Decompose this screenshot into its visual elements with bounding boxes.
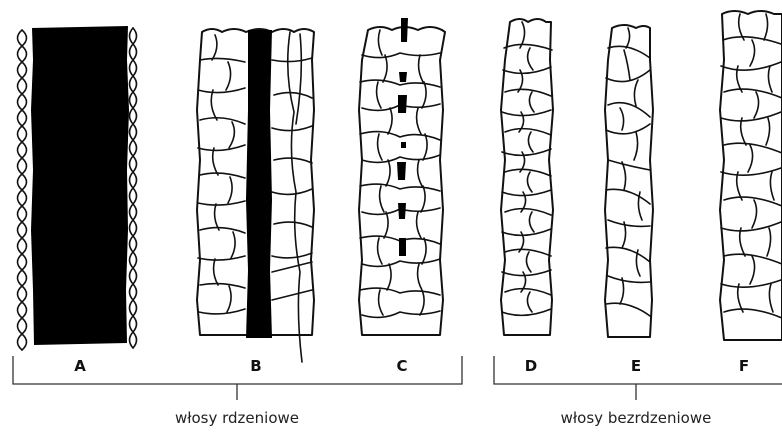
panel-label-a: A: [74, 357, 86, 375]
panel-label-c: C: [396, 357, 407, 375]
medulla-b: [246, 30, 272, 338]
group-label-non-medullated: włosy bezrdzeniowe: [561, 409, 712, 427]
panel-label-f: F: [739, 357, 749, 375]
hair-drawing-c: [359, 18, 445, 335]
panel-label-d: D: [525, 357, 537, 375]
group-label-medullated: włosy rdzeniowe: [175, 409, 299, 427]
hair-drawing-e: [605, 25, 653, 337]
panel-label-b: B: [250, 357, 261, 375]
medulla-a: [31, 26, 129, 345]
hair-drawing-f: [720, 11, 782, 340]
outline-d: [501, 19, 553, 335]
panel-label-e: E: [631, 357, 641, 375]
hair-drawing-d: [501, 19, 553, 335]
hair-drawing-b: [197, 29, 314, 362]
hair-drawing-a: [18, 26, 137, 350]
